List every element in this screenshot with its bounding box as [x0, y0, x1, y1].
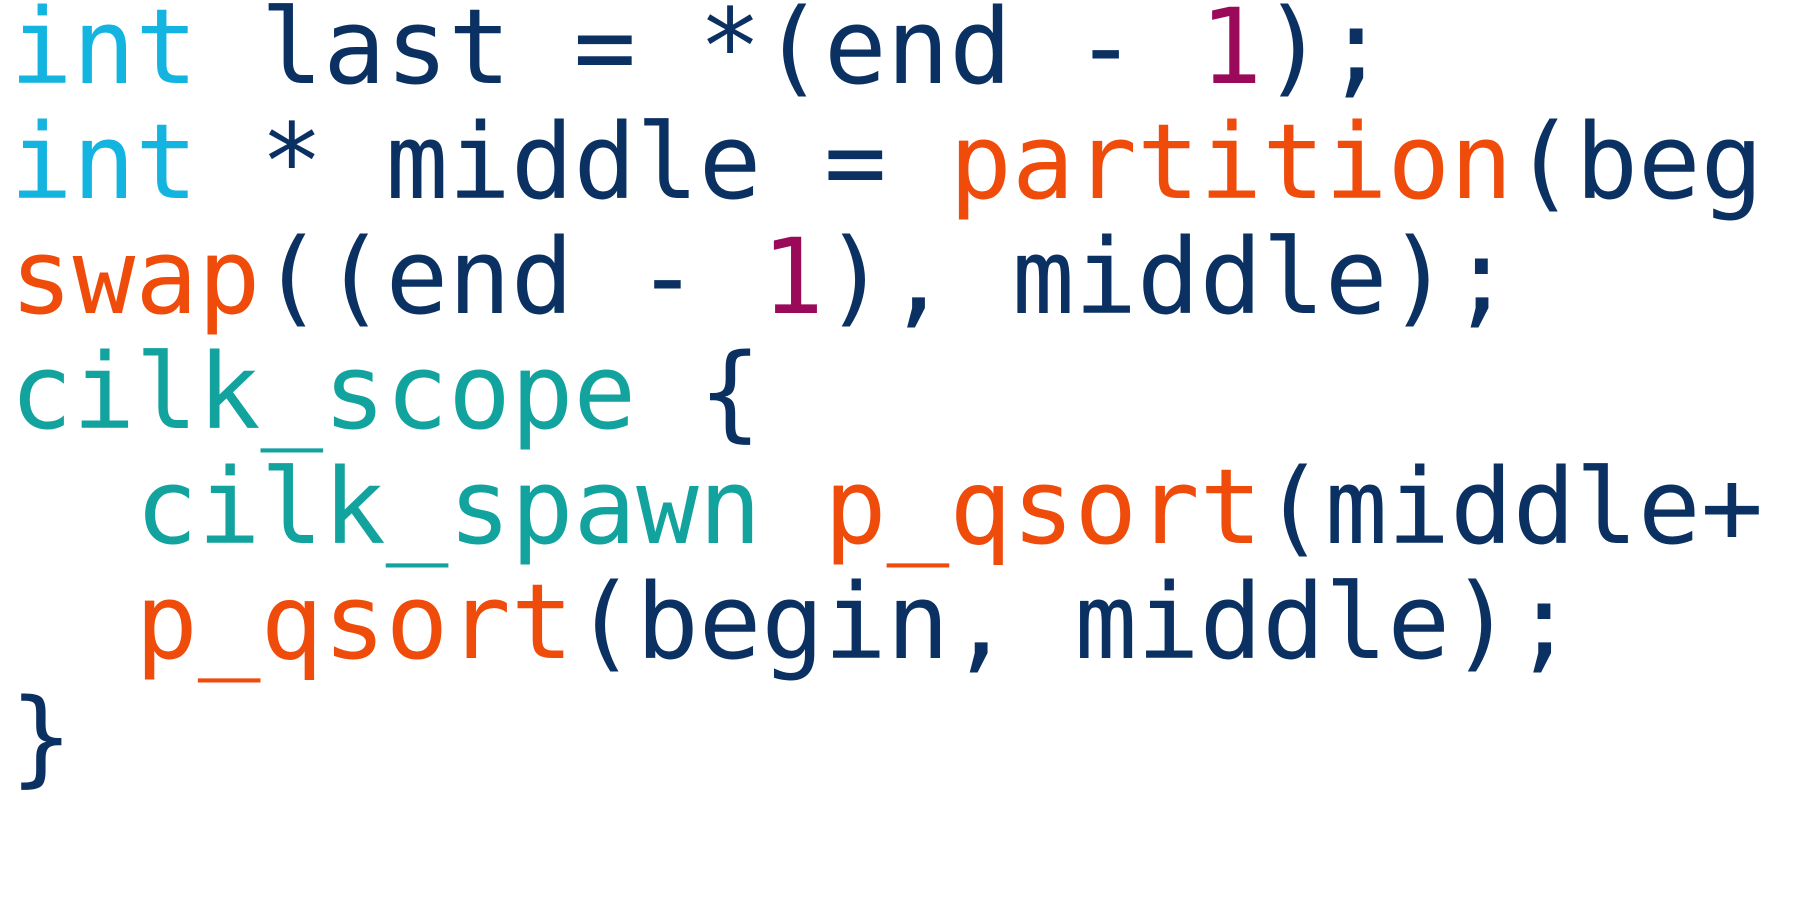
code-token: [10, 446, 135, 568]
code-token: 1: [1199, 0, 1263, 108]
code-token: }: [10, 676, 73, 795]
code-line-4: cilk_scope {: [10, 335, 1800, 450]
code-token: ), middle);: [823, 216, 1513, 338]
code-token: [10, 561, 135, 683]
code-token: {: [636, 331, 762, 453]
code-token: [761, 446, 824, 568]
code-token: swap: [10, 216, 261, 338]
code-token: (begin, middle);: [573, 561, 1576, 683]
code-token: * middle =: [197, 101, 950, 223]
code-token: int: [10, 0, 198, 108]
code-token: int: [10, 101, 198, 223]
code-token: ((end -: [260, 216, 762, 338]
code-token: cilk_scope: [10, 331, 637, 453]
code-line-2: int * middle = partition(beg: [10, 105, 1800, 220]
code-token: p_qsort: [135, 561, 574, 683]
code-line-5: cilk_spawn p_qsort(middle+: [10, 450, 1800, 565]
code-token: cilk_spawn: [135, 446, 762, 568]
code-token: (beg: [1512, 101, 1764, 223]
code-token: 1: [761, 216, 824, 338]
code-token: p_qsort: [824, 446, 1263, 568]
code-token: );: [1262, 0, 1388, 108]
code-line-3: swap((end - 1), middle);: [10, 220, 1800, 335]
code-token: (middle+: [1262, 446, 1764, 568]
code-line-1: int last = *(end - 1);: [10, 0, 1800, 105]
code-block: int last = *(end - 1);int * middle = par…: [10, 0, 1800, 795]
code-line-6: p_qsort(begin, middle);: [10, 565, 1800, 680]
code-token: partition: [949, 101, 1513, 223]
code-token: last = *(end -: [197, 0, 1200, 108]
code-line-7: }: [10, 680, 1800, 795]
